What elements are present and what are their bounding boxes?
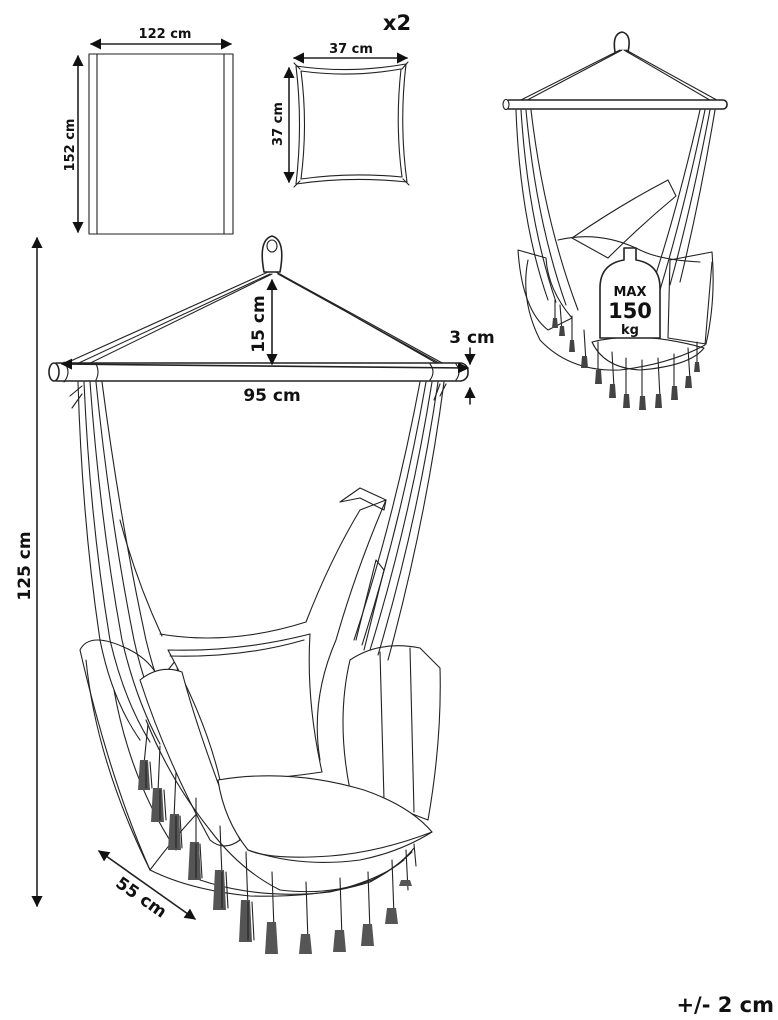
blanket-height-label: 152 cm <box>63 119 78 172</box>
cushion-height-dimension: 37 cm <box>271 66 295 184</box>
blanket-drawing <box>88 53 234 235</box>
bar-diameter-dimension: 3 cm <box>449 328 495 405</box>
max-weight-unit: kg <box>621 323 639 338</box>
chair-height-dimension: 125 cm <box>15 236 43 908</box>
rope-drop-dimension: 15 cm <box>249 278 278 366</box>
max-weight-value: 150 <box>608 299 652 323</box>
small-chair-tassels <box>552 299 700 410</box>
small-hammock-chair <box>502 31 728 410</box>
blanket-width-dimension: 122 cm <box>89 27 233 50</box>
bar-diameter-label: 3 cm <box>449 328 495 348</box>
cushion-quantity-label: x2 <box>383 11 411 35</box>
seat-depth-dimension: 55 cm <box>98 850 196 923</box>
cushion-drawing <box>293 61 410 188</box>
cushion-height-label: 37 cm <box>271 102 286 146</box>
blanket-height-dimension: 152 cm <box>63 54 84 234</box>
bar-length-dimension: 95 cm <box>60 358 470 406</box>
cushion-width-dimension: 37 cm <box>292 42 409 64</box>
chair-height-label: 125 cm <box>15 531 35 600</box>
max-weight-line1: MAX <box>613 285 646 300</box>
cushion-width-label: 37 cm <box>329 42 373 57</box>
tolerance-label: +/- 2 cm <box>676 993 774 1017</box>
blanket-width-label: 122 cm <box>139 27 192 42</box>
bar-length-label: 95 cm <box>243 386 300 406</box>
rope-drop-label: 15 cm <box>249 295 269 352</box>
max-weight-badge: MAX 150 kg <box>599 247 661 339</box>
